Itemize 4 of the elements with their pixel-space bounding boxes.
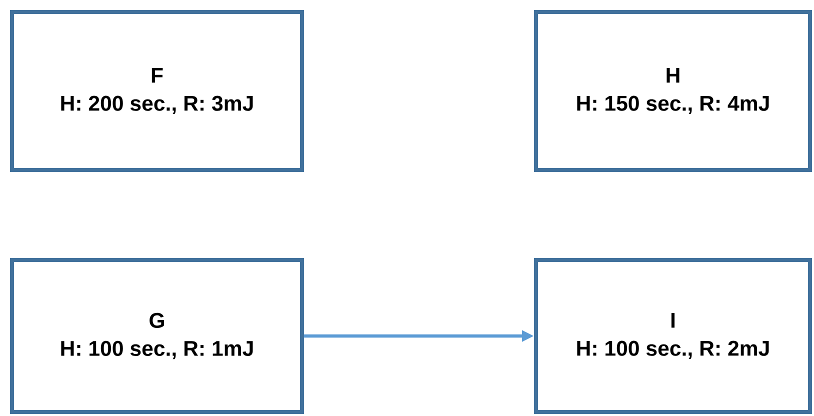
- process-box: G H: 100 sec., R: 1mJ: [10, 258, 304, 414]
- process-box: I H: 100 sec., R: 2mJ: [534, 258, 812, 414]
- process-box: H H: 150 sec., R: 4mJ: [534, 10, 812, 172]
- process-box: F H: 200 sec., R: 3mJ: [10, 10, 304, 172]
